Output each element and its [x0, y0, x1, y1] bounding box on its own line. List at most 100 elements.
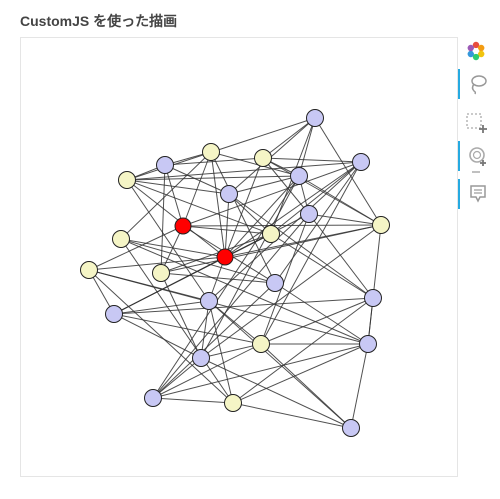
graph-node-selected[interactable]: [216, 248, 234, 266]
graph-edge: [160, 164, 166, 274]
graph-node[interactable]: [300, 205, 318, 223]
plot-canvas[interactable]: [20, 37, 458, 477]
graph-node[interactable]: [220, 185, 238, 203]
graph-edge: [260, 343, 352, 429]
graph-edge: [152, 357, 202, 399]
graph-edge: [260, 161, 362, 345]
graph-edge: [120, 238, 226, 258]
bokeh-logo-icon: [467, 41, 485, 61]
graph-edge: [224, 175, 300, 258]
box-select-tool[interactable]: [458, 107, 494, 137]
graph-edge: [113, 233, 272, 315]
graph-edge: [152, 397, 234, 404]
graph-edge: [208, 300, 352, 429]
graph-edge: [274, 282, 369, 345]
graph-edge: [298, 117, 316, 177]
graph-edge: [232, 297, 374, 404]
graph-node[interactable]: [80, 261, 98, 279]
graph-node[interactable]: [262, 225, 280, 243]
graph-edge: [152, 343, 369, 399]
graph-node[interactable]: [372, 216, 390, 234]
graph-edge: [164, 164, 184, 227]
graph-edge: [228, 175, 300, 195]
graph-edge: [262, 117, 316, 159]
graph-edge: [232, 402, 352, 429]
graph-edge: [120, 238, 234, 404]
graph-edge: [308, 213, 374, 299]
graph-node[interactable]: [352, 153, 370, 171]
graph-node[interactable]: [342, 419, 360, 437]
reset-tool[interactable]: [458, 165, 494, 179]
graph-edge: [262, 157, 362, 163]
graph-edge: [160, 233, 272, 274]
graph-node[interactable]: [252, 335, 270, 353]
graph-node[interactable]: [200, 292, 218, 310]
graph-node[interactable]: [105, 305, 123, 323]
graph-edge: [126, 117, 316, 181]
graph-edge: [210, 151, 226, 258]
graph-edge: [224, 161, 362, 258]
graph-edge: [260, 213, 310, 345]
wheel-zoom-icon: [469, 147, 486, 166]
graph-node[interactable]: [118, 171, 136, 189]
graph-edge: [182, 225, 272, 235]
graph-edge: [200, 343, 262, 359]
graph-node[interactable]: [306, 109, 324, 127]
network-graph[interactable]: [21, 38, 459, 478]
graph-node[interactable]: [364, 289, 382, 307]
graph-edge: [208, 300, 234, 404]
graph-node[interactable]: [156, 156, 174, 174]
graph-edge: [152, 282, 276, 399]
plot-title: CustomJS を使った描画: [20, 13, 178, 29]
graph-node[interactable]: [202, 143, 220, 161]
graph-edge: [308, 213, 382, 226]
graph-edge: [160, 224, 382, 274]
graph-edge: [274, 161, 362, 284]
graph-edge: [113, 313, 262, 345]
graph-node[interactable]: [290, 167, 308, 185]
graph-edge: [350, 343, 369, 429]
graph-node[interactable]: [224, 394, 242, 412]
toolbar: [458, 37, 494, 217]
graph-edge: [126, 175, 300, 181]
graph-edge: [182, 151, 212, 227]
lasso-select-tool[interactable]: [458, 69, 494, 99]
graph-node[interactable]: [254, 149, 272, 167]
graph-edge: [126, 179, 272, 235]
graph-edge: [182, 224, 382, 227]
graph-edge: [232, 343, 369, 404]
graph-edge: [160, 272, 276, 284]
graph-edge: [200, 300, 210, 359]
graph-edge: [228, 193, 272, 235]
box-select-icon: [466, 113, 487, 133]
graph-edge: [126, 179, 210, 302]
graph-edge: [164, 157, 264, 166]
graph-edge: [228, 117, 316, 195]
graph-node[interactable]: [152, 264, 170, 282]
graph-edge: [126, 161, 362, 181]
wheel-zoom-tool[interactable]: [458, 141, 494, 171]
reset-icon: [472, 171, 480, 173]
graph-edge: [88, 256, 226, 271]
hover-tool[interactable]: [458, 179, 494, 209]
graph-edge: [88, 225, 184, 271]
graph-node-selected[interactable]: [174, 217, 192, 235]
graph-edge: [120, 238, 276, 284]
graph-edge: [120, 151, 212, 240]
graph-node[interactable]: [266, 274, 284, 292]
graph-node[interactable]: [112, 230, 130, 248]
graph-edge: [126, 179, 230, 195]
graph-edge: [152, 175, 300, 399]
bokeh-logo[interactable]: [458, 37, 494, 67]
graph-node[interactable]: [192, 349, 210, 367]
graph-edge: [113, 297, 374, 315]
graph-node[interactable]: [144, 389, 162, 407]
graph-edge: [88, 269, 234, 404]
graph-edge: [126, 179, 226, 258]
graph-edge: [113, 313, 202, 359]
graph-edge: [200, 357, 352, 429]
lasso-icon: [471, 75, 487, 95]
graph-edge: [210, 151, 276, 284]
hover-icon: [470, 185, 486, 203]
graph-node[interactable]: [359, 335, 377, 353]
